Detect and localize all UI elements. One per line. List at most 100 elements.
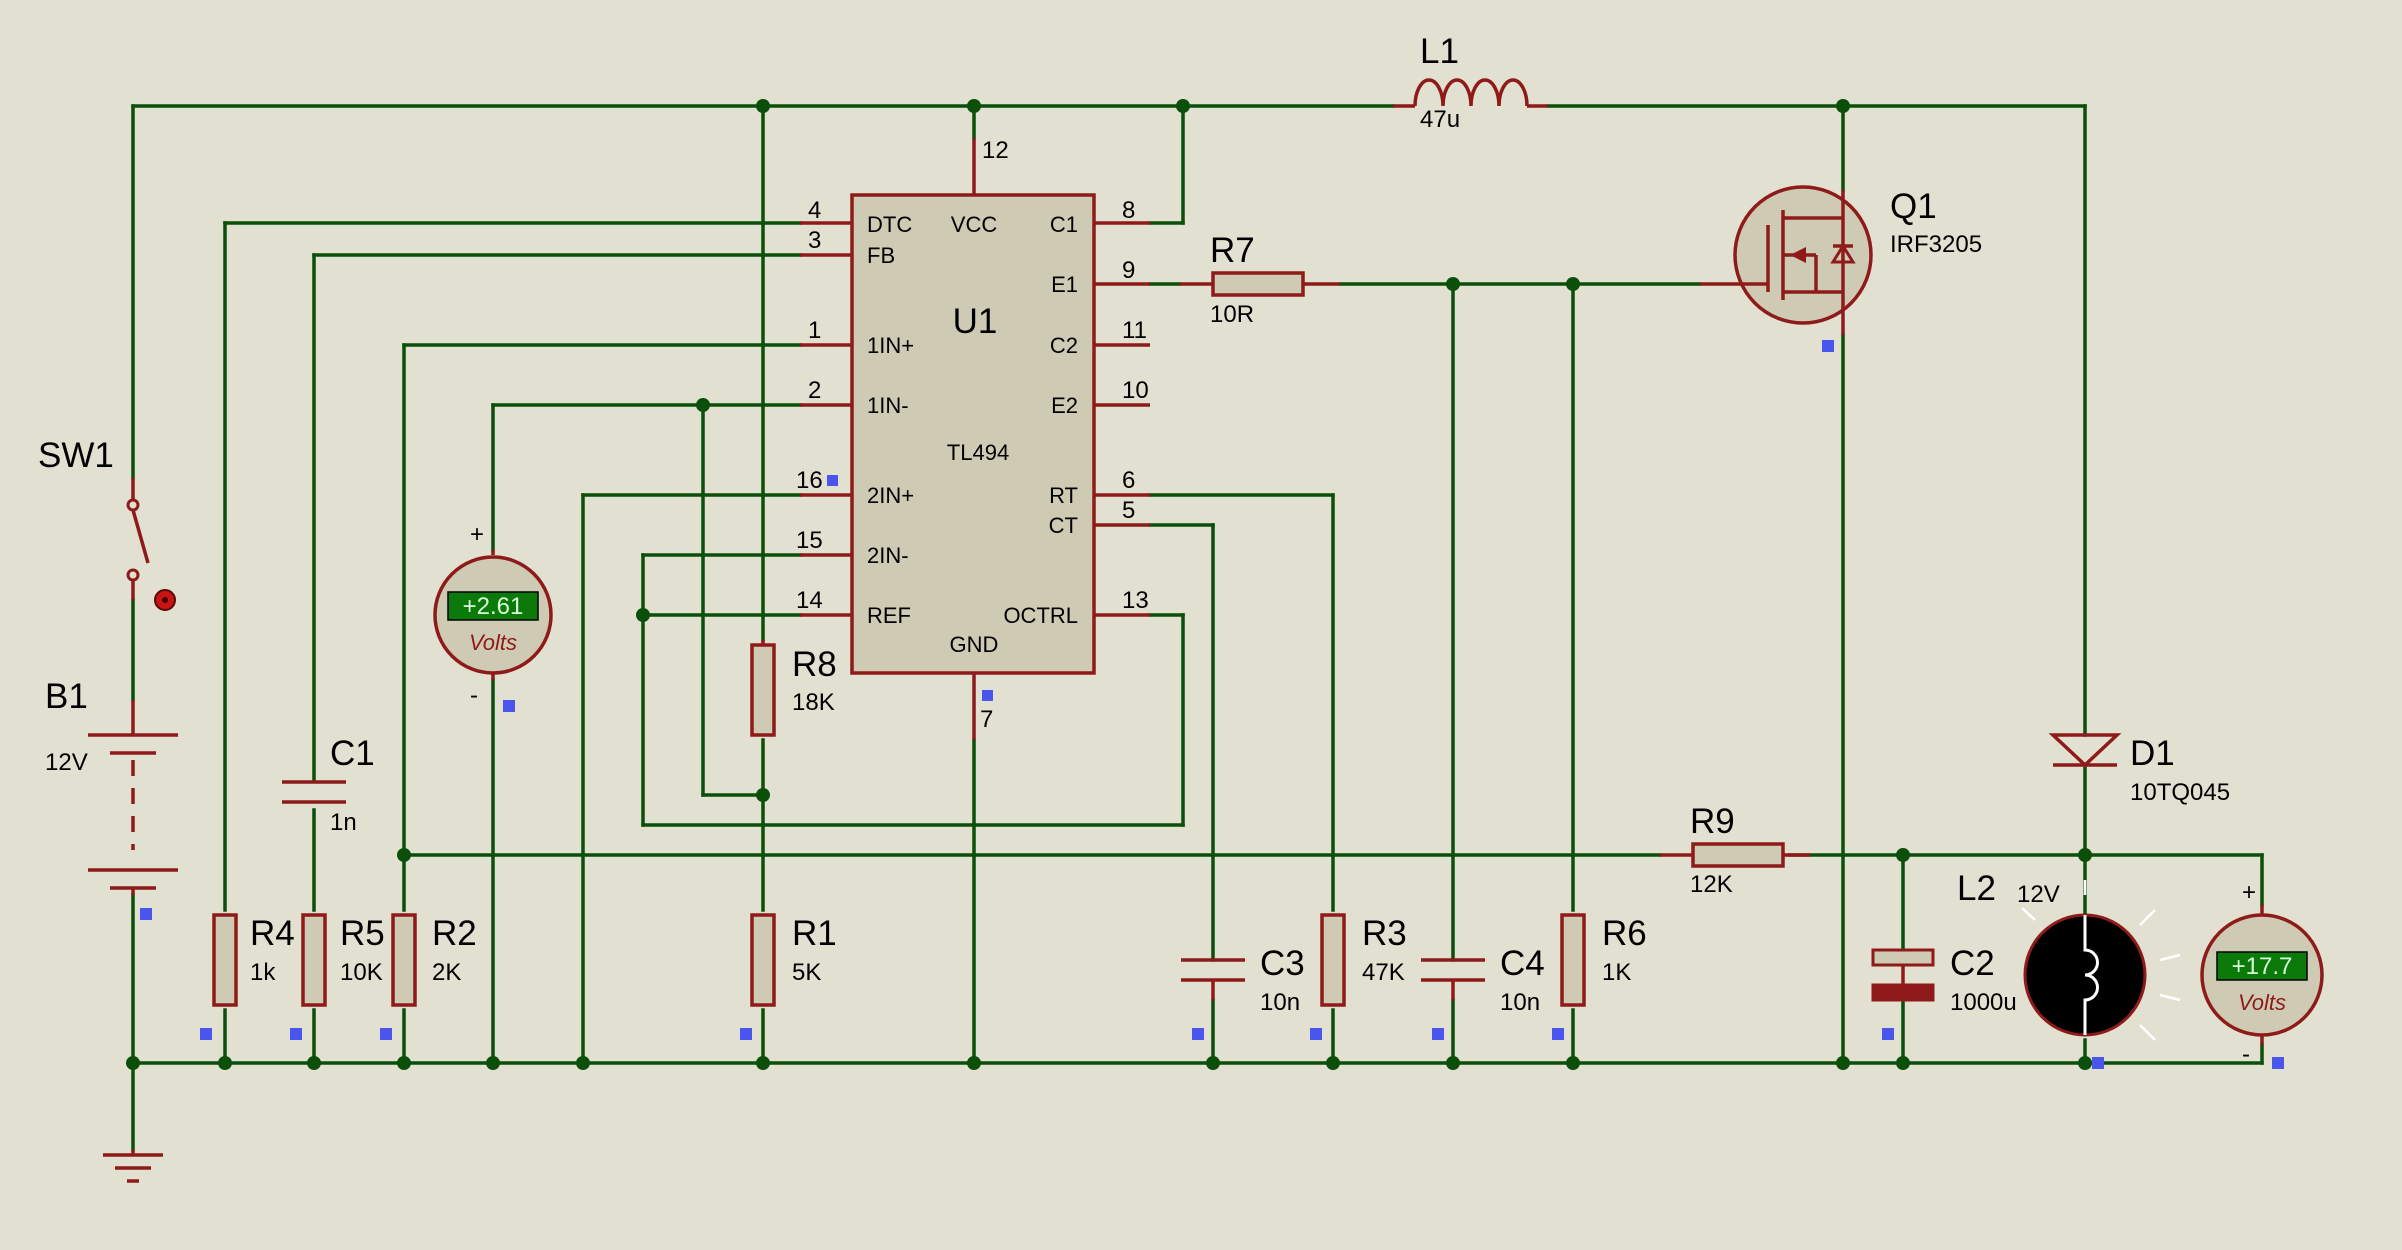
r1-value-label: 5K: [792, 959, 821, 986]
u1-pin-num-7: 7: [980, 706, 993, 733]
voltmeter-2-plus: +: [2242, 879, 2256, 906]
r5-marker: [290, 1028, 302, 1040]
c3-marker: [1192, 1028, 1204, 1040]
d1-diode[interactable]: D1 10TQ045: [2048, 733, 2230, 806]
c1-capacitor[interactable]: C1 1n: [282, 734, 375, 836]
u1-pin-num-5: 5: [1122, 497, 1135, 524]
u1-pin-name-e2: E2: [1051, 393, 1078, 418]
u1-pin-num-12: 12: [982, 137, 1009, 164]
c3-ref-label: C3: [1260, 944, 1305, 983]
u1-pin-name-gnd: GND: [950, 632, 999, 657]
voltmeter-2-minus: -: [2242, 1041, 2250, 1068]
u1-pin-num-6: 6: [1122, 467, 1135, 494]
u1-pin-name-dtc: DTC: [867, 212, 912, 237]
voltmeter-1[interactable]: +2.61 Volts + -: [433, 521, 553, 712]
q1-value-label: IRF3205: [1890, 231, 1982, 258]
u1-pin-name-2in-minus: 2IN-: [867, 543, 909, 568]
voltmeter-2[interactable]: +17.7 Volts + -: [2200, 879, 2324, 1069]
u1-pin-name-fb: FB: [867, 243, 895, 268]
r6-body: [1560, 913, 1586, 1007]
l1-inductor[interactable]: L1 47u: [1393, 32, 1548, 133]
q1-arrow: [1790, 247, 1806, 263]
r9-value-label: 12K: [1690, 871, 1733, 898]
r7-resistor[interactable]: R7 10R: [1180, 231, 1340, 328]
b1-marker: [140, 908, 152, 920]
l1-coil: [1413, 78, 1529, 107]
r2-ref-label: R2: [432, 914, 477, 953]
r1-marker: [740, 1028, 752, 1040]
u1-pin-name-e1: E1: [1051, 272, 1078, 297]
c2-marker: [1882, 1028, 1894, 1040]
l2-filament: [2083, 915, 2099, 1035]
voltmeter-1-minus: -: [470, 682, 478, 709]
r3-resistor[interactable]: R3 47K: [1310, 913, 1407, 1040]
u1-pin-num-11: 11: [1122, 317, 1147, 344]
c4-marker: [1432, 1028, 1444, 1040]
c1-ref-label: C1: [330, 734, 375, 773]
r6-resistor[interactable]: R6 1K: [1552, 913, 1647, 1040]
voltmeter-2-display: [2216, 951, 2308, 981]
r7-body: [1211, 271, 1305, 297]
l2-lamp[interactable]: L2 12V: [1957, 869, 2181, 1069]
c2-ref-label: C2: [1950, 944, 1995, 983]
sw1-switch[interactable]: SW1: [38, 436, 176, 611]
u1-pin-num-16: 16: [796, 467, 823, 494]
u1-body: [850, 193, 1096, 675]
c2-value-label: 1000u: [1950, 989, 2017, 1016]
r3-value-label: 47K: [1362, 959, 1405, 986]
u1-part-label: TL494: [947, 440, 1009, 465]
voltmeter-1-plus: +: [470, 521, 484, 548]
voltmeter-1-unit: Volts: [469, 630, 517, 655]
u1-pin-name-1in-minus: 1IN-: [867, 393, 909, 418]
c4-capacitor[interactable]: C4 10n: [1421, 944, 1545, 1040]
r4-marker: [200, 1028, 212, 1040]
voltmeter-2-reading: +17.7: [2232, 953, 2293, 980]
junction-dots: [126, 99, 2092, 1070]
r7-value-label: 10R: [1210, 301, 1254, 328]
d1-body: [2048, 733, 2122, 768]
q1-marker: [1822, 340, 1834, 352]
u1-pin-num-2: 2: [808, 377, 821, 404]
q1-ref-label: Q1: [1890, 187, 1937, 226]
u1-pin7-marker: [982, 690, 993, 701]
r1-ref-label: R1: [792, 914, 837, 953]
u1-pin-num-15: 15: [796, 527, 823, 554]
u1-pin-stubs: [800, 138, 1150, 740]
voltmeter-1-marker: [503, 700, 515, 712]
c3-value-label: 10n: [1260, 989, 1300, 1016]
r4-ref-label: R4: [250, 914, 295, 953]
u1-pin-name-ref: REF: [867, 603, 911, 628]
voltmeter-1-display: [447, 591, 539, 621]
c3-capacitor[interactable]: C3 10n: [1181, 944, 1305, 1040]
u1-pin-num-14: 14: [796, 587, 823, 614]
u1-pin-num-13: 13: [1122, 587, 1149, 614]
r5-resistor[interactable]: R5 10K: [290, 913, 385, 1040]
r8-resistor[interactable]: R8 18K: [750, 640, 837, 737]
q1-body-diode: [1830, 243, 1856, 264]
u1-pin-num-3: 3: [808, 227, 821, 254]
r1-body: [750, 913, 776, 1007]
r9-resistor[interactable]: R9 12K: [1660, 802, 1810, 898]
c4-ref-label: C4: [1500, 944, 1545, 983]
c4-value-label: 10n: [1500, 989, 1540, 1016]
r2-value-label: 2K: [432, 959, 461, 986]
r2-resistor[interactable]: R2 2K: [380, 913, 477, 1040]
u1-pin-num-1: 1: [808, 317, 821, 344]
u1-pin16-marker: [827, 475, 838, 486]
u1-pin-num-9: 9: [1122, 257, 1135, 284]
b1-value-label: 12V: [45, 749, 88, 776]
u1-ic[interactable]: DTC FB 1IN+ 1IN- 2IN+ 2IN- REF 4 3 1 2 1…: [796, 137, 1150, 740]
u1-pin-name-c2: C2: [1050, 333, 1078, 358]
r2-body: [391, 913, 417, 1007]
u1-pin-name-octrl: OCTRL: [1003, 603, 1078, 628]
u1-pin-num-4: 4: [808, 197, 821, 224]
c2-capacitor[interactable]: C2 1000u: [1871, 944, 2017, 1040]
q1-mosfet[interactable]: Q1 IRF3205: [1700, 185, 1982, 352]
r1-resistor[interactable]: R1 5K: [740, 913, 837, 1040]
b1-battery[interactable]: B1 12V: [45, 677, 178, 920]
r4-resistor[interactable]: R4 1k: [200, 913, 295, 1040]
l1-ref-label: L1: [1420, 32, 1459, 71]
r7-ref-label: R7: [1210, 231, 1255, 270]
r3-marker: [1310, 1028, 1322, 1040]
